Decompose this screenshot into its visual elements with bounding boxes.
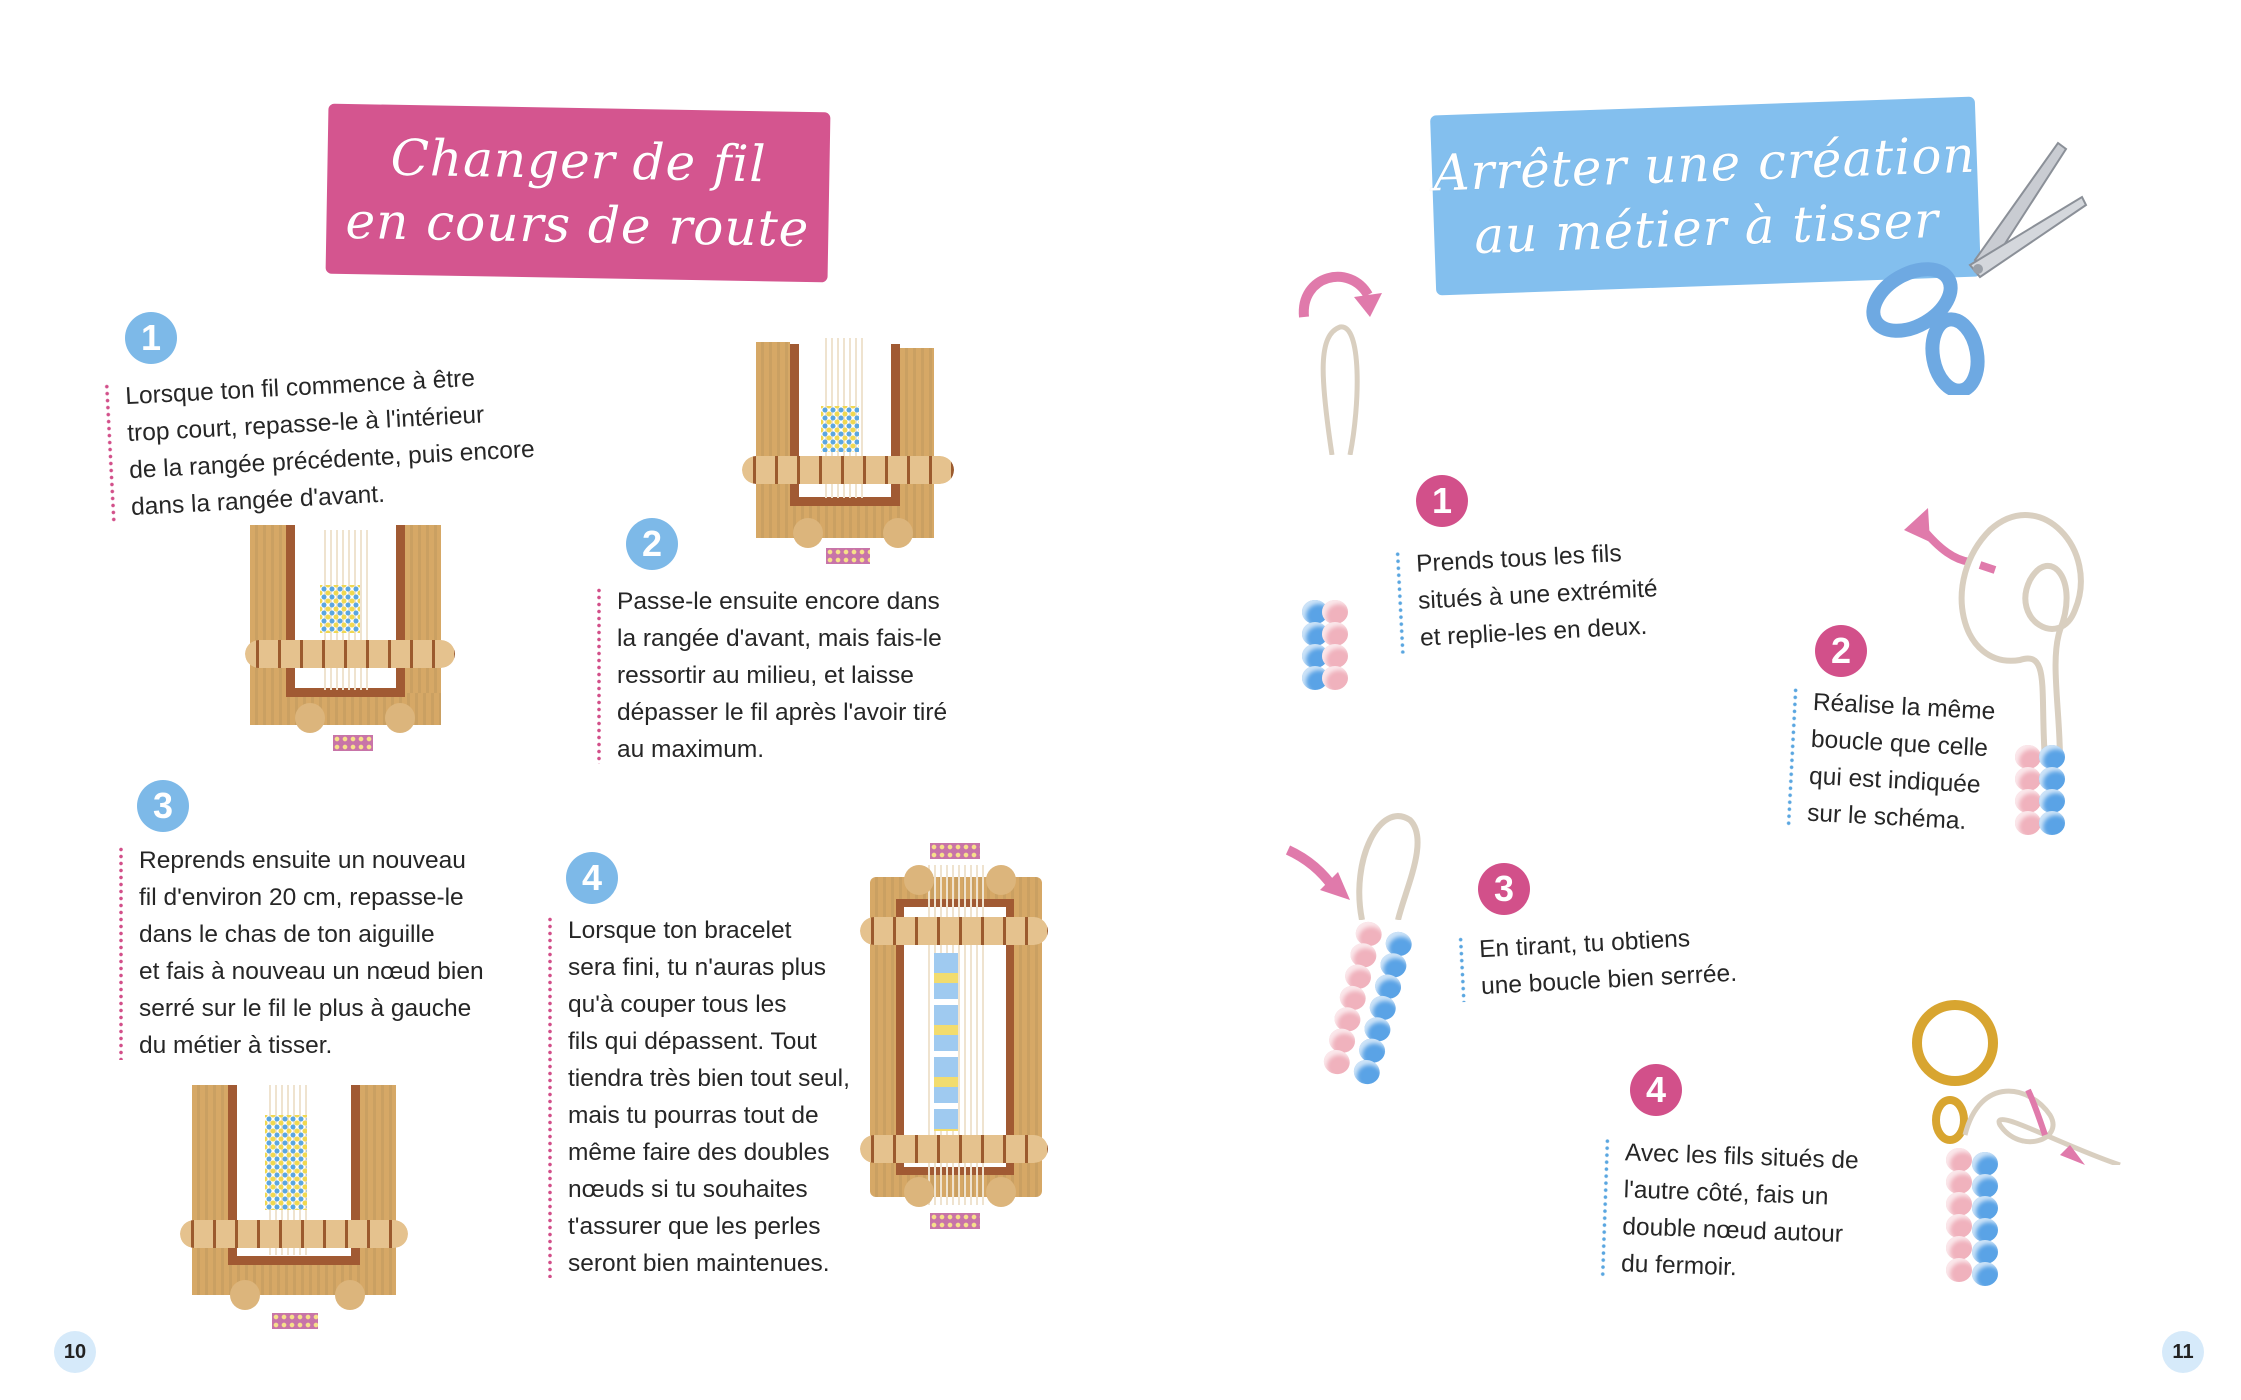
woven-beads: [265, 1115, 307, 1210]
dotted-rule: [1458, 936, 1466, 1003]
bead-tag: [930, 1213, 980, 1229]
loom-knob: [986, 1177, 1016, 1207]
bead-tag: [333, 735, 373, 751]
loop-knot-illustration: [1904, 508, 2084, 761]
right-step-3-text: En tirant, tu obtiens une boucle bien se…: [1458, 918, 1738, 1006]
text-line: même faire des doubles: [568, 1139, 830, 1166]
text-line: fil d'environ 20 cm, repasse-le: [139, 884, 464, 911]
loom-base: [192, 1260, 396, 1295]
loom-side: [405, 525, 441, 725]
dotted-rule: [104, 383, 116, 524]
text-line: au maximum.: [617, 736, 765, 763]
text-line: la rangée d'avant, mais fais-le: [617, 625, 942, 652]
text-line: t'assurer que les perles: [568, 1213, 821, 1240]
text-line: dans le chas de ton aiguille: [139, 921, 435, 948]
dotted-rule: [548, 916, 552, 1278]
text-line: mais tu pourras tout de: [568, 1102, 819, 1129]
loom-knob: [793, 518, 823, 548]
loom-bar-top: [860, 917, 1048, 945]
dotted-rule: [1600, 1137, 1610, 1278]
page-number-left: 10: [54, 1331, 96, 1373]
text-line: dépasser le fil après l'avoir tiré: [617, 699, 948, 726]
text-line: nœuds si tu souhaites: [568, 1176, 808, 1203]
step-4-text: Lorsque ton bracelet sera fini, tu n'aur…: [548, 912, 850, 1282]
step-1-text: Lorsque ton fil commence à être trop cou…: [104, 357, 537, 527]
right-step-1-text: Prends tous les fils situés à une extrém…: [1395, 533, 1660, 657]
bead-tag: [930, 843, 980, 859]
title-line: Changer de fil: [390, 128, 767, 194]
loom-illustration-2: [738, 338, 958, 573]
bead-strand-blue: [2039, 745, 2065, 835]
step-3-text: Reprends ensuite un nouveau fil d'enviro…: [119, 842, 484, 1064]
loom-inner-frame: [286, 525, 405, 697]
text-line: serré sur le fil le plus à gauche: [139, 995, 472, 1022]
loom-illustration-3: [180, 1085, 410, 1350]
right-step-4-badge: 4: [1630, 1064, 1682, 1116]
step-4-badge: 4: [566, 852, 618, 904]
text-line: ressortir au milieu, et laisse: [617, 662, 914, 689]
loom-bar: [742, 456, 954, 484]
text-line: sera fini, tu n'auras plus: [568, 954, 826, 981]
text-line: tiendra très bien tout seul,: [568, 1065, 850, 1092]
scissors-icon: [1866, 141, 2088, 395]
bead-strand-blue: [1972, 1152, 1998, 1286]
woven-bracelet: [934, 953, 958, 1131]
woven-beads: [821, 406, 859, 452]
text-line: Reprends ensuite un nouveau: [139, 847, 466, 874]
loom-knob: [904, 865, 934, 895]
right-step-3-badge: 3: [1478, 863, 1530, 915]
tight-loop-illustration: [1285, 813, 1421, 920]
dotted-rule: [597, 587, 601, 764]
bead-strand-pink: [2015, 745, 2041, 835]
text-line: Lorsque ton bracelet: [568, 917, 792, 944]
loom-knob: [385, 703, 415, 733]
loom-knob: [230, 1280, 260, 1310]
loom-illustration-1: [245, 525, 460, 765]
bead-strand-pink: [1322, 600, 1348, 690]
step-2-text: Passe-le ensuite encore dans la rangée d…: [597, 583, 947, 768]
step-3-badge: 3: [137, 780, 189, 832]
bead-tag: [826, 548, 870, 564]
step-2-badge: 2: [626, 518, 678, 570]
text-line: du métier à tisser.: [139, 1032, 333, 1059]
dotted-rule: [1786, 686, 1798, 827]
left-page-title: Changer de fil en cours de route: [325, 103, 831, 283]
loom-inner-frame: [228, 1085, 360, 1265]
title-line: en cours de route: [345, 191, 810, 259]
loom-side: [250, 525, 286, 725]
loom-knob: [904, 1177, 934, 1207]
bead-tag: [272, 1313, 318, 1329]
text-line: seront bien maintenues.: [568, 1250, 830, 1277]
loom-bar: [180, 1220, 408, 1248]
woven-beads: [320, 585, 360, 633]
clasp-ring-icon: [1912, 1000, 2121, 1165]
loom-inner-frame: [790, 344, 900, 506]
loom-bar-bottom: [860, 1135, 1048, 1163]
right-step-4-text: Avec les fils situés de l'autre côté, fa…: [1600, 1134, 1859, 1291]
right-step-2-badge: 2: [1815, 625, 1867, 677]
loom-knob: [986, 865, 1016, 895]
text-line: fils qui dépassent. Tout: [568, 1028, 817, 1055]
right-step-1-badge: 1: [1416, 475, 1468, 527]
dotted-rule: [119, 846, 123, 1060]
text-line: et fais à nouveau un nœud bien: [139, 958, 484, 985]
text-line: Passe-le ensuite encore dans: [617, 588, 940, 615]
loom-knob: [335, 1280, 365, 1310]
loom-bar: [245, 640, 455, 668]
loom-knob: [295, 703, 325, 733]
loom-illustration-4: [858, 835, 1053, 1235]
page-number-right: 11: [2162, 1331, 2204, 1373]
dotted-rule: [1395, 550, 1405, 654]
text-line: qu'à couper tous les: [568, 991, 787, 1018]
loom-side: [756, 342, 790, 538]
pink-arrow-icon: [1298, 271, 1382, 455]
step-1-badge: 1: [125, 312, 177, 364]
right-step-2-text: Réalise la même boucle que celle qui est…: [1786, 683, 1996, 841]
bead-strand-pink: [1946, 1148, 1972, 1282]
loom-knob: [883, 518, 913, 548]
